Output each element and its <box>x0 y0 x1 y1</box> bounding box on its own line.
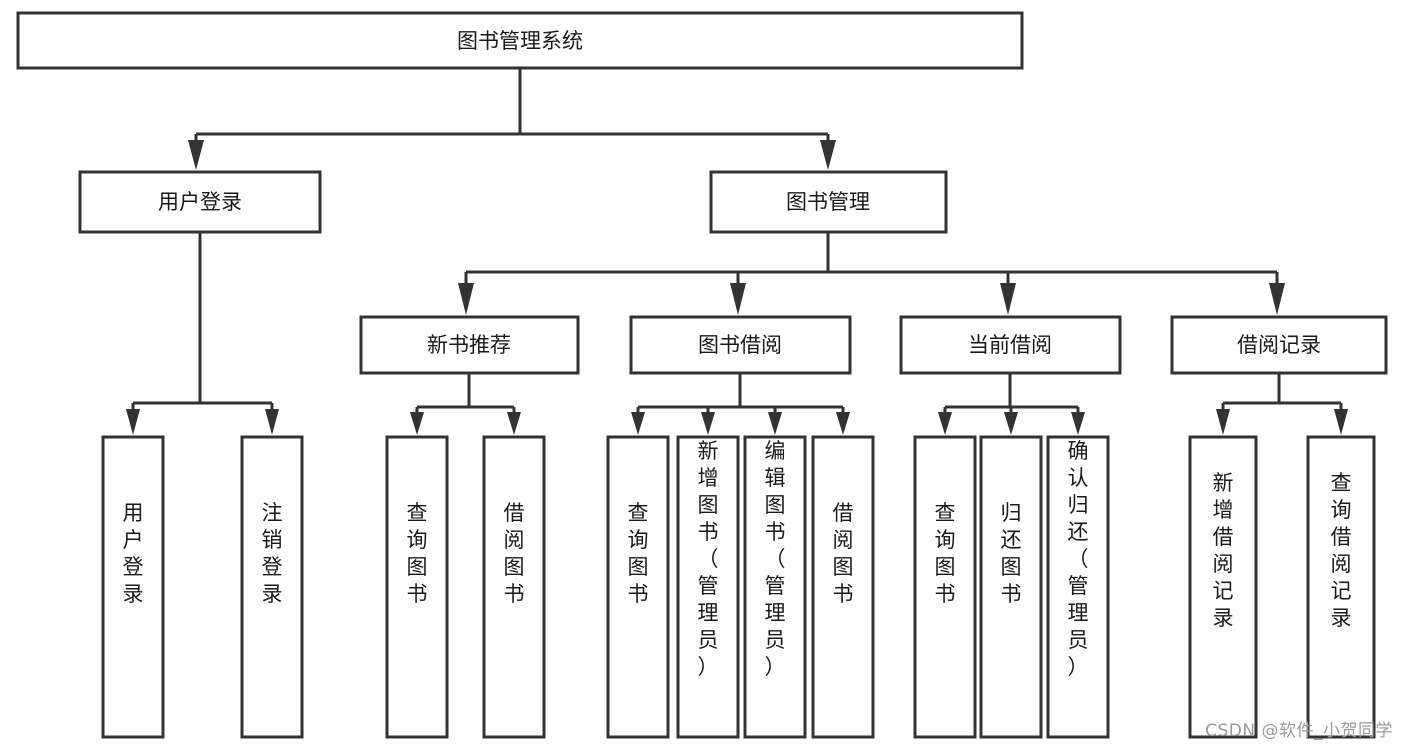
arrowhead-leaf-edit-book <box>768 412 782 435</box>
node-leaf-user-login[interactable]: 用户登录 <box>101 435 165 739</box>
node-borrow-record[interactable]: 借阅记录 <box>1170 315 1388 375</box>
arrowhead-current-borrow <box>1000 283 1016 315</box>
node-leaf-return-book[interactable]: 归还图书 <box>979 435 1043 739</box>
node-user-login-label: 用户登录 <box>158 190 242 214</box>
node-root[interactable]: 图书管理系统 <box>16 11 1024 70</box>
node-leaf-confirm-return-label: 确认归还（管理员） <box>1068 439 1089 679</box>
node-leaf-query-book-rec[interactable]: 查询图书 <box>385 435 449 739</box>
node-new-book-rec-label: 新书推荐 <box>427 333 511 357</box>
node-leaf-user-login-box[interactable] <box>101 435 165 739</box>
node-book-manage-box[interactable] <box>709 170 948 234</box>
node-leaf-borrow-book-rec[interactable]: 借阅图书 <box>482 435 546 739</box>
node-leaf-confirm-return-box[interactable] <box>1046 435 1110 739</box>
node-user-login[interactable]: 用户登录 <box>78 170 322 234</box>
node-leaf-borrow-book-label: 借阅图书 <box>833 501 854 606</box>
node-root-label: 图书管理系统 <box>457 29 583 53</box>
node-leaf-return-book-label: 归还图书 <box>1001 501 1022 606</box>
node-leaf-add-book-label: 新增图书（管理员） <box>698 439 719 679</box>
node-leaf-add-record[interactable]: 新增借阅记录 <box>1188 435 1258 739</box>
node-leaf-query-book-cur-box[interactable] <box>913 435 977 739</box>
node-book-manage-label: 图书管理 <box>786 190 870 214</box>
arrowhead-leaf-return-book <box>1004 412 1018 435</box>
node-leaf-edit-book-label: 编辑图书（管理员） <box>765 439 786 679</box>
node-leaf-return-book-box[interactable] <box>979 435 1043 739</box>
node-leaf-logout-label: 注销登录 <box>262 501 283 606</box>
arrowhead-leaf-add-record <box>1216 409 1230 435</box>
arrowhead-leaf-query-record <box>1334 409 1348 435</box>
node-leaf-query-book-borrow[interactable]: 查询图书 <box>606 435 670 739</box>
node-user-login-box[interactable] <box>78 170 322 234</box>
node-leaf-query-book-borrow-label: 查询图书 <box>628 501 649 606</box>
node-leaf-logout-box[interactable] <box>240 435 304 739</box>
node-new-book-rec[interactable]: 新书推荐 <box>359 315 580 375</box>
node-leaf-borrow-book-rec-box[interactable] <box>482 435 546 739</box>
node-leaf-user-login-label: 用户登录 <box>123 501 144 606</box>
arrowhead-leaf-query-book-rec <box>410 412 424 435</box>
arrowhead-leaf-borrow-book-rec <box>507 412 521 435</box>
node-leaf-add-record-label: 新增借阅记录 <box>1213 471 1234 630</box>
node-book-borrow-box[interactable] <box>629 315 852 375</box>
node-leaf-query-record-box[interactable] <box>1306 435 1376 739</box>
arrowhead-leaf-confirm-return <box>1071 412 1085 435</box>
connector-layer <box>126 68 1348 435</box>
node-leaf-query-book-rec-label: 查询图书 <box>407 501 428 606</box>
node-leaf-logout[interactable]: 注销登录 <box>240 435 304 739</box>
node-current-borrow-box[interactable] <box>899 315 1122 375</box>
node-leaf-add-book[interactable]: 新增图书（管理员） <box>676 435 740 739</box>
arrowhead-leaf-query-book-borrow <box>631 412 645 435</box>
arrowhead-user-login <box>188 140 204 170</box>
node-leaf-query-book-rec-box[interactable] <box>385 435 449 739</box>
node-leaf-confirm-return[interactable]: 确认归还（管理员） <box>1046 435 1110 739</box>
node-new-book-rec-box[interactable] <box>359 315 580 375</box>
node-leaf-query-record[interactable]: 查询借阅记录 <box>1306 435 1376 739</box>
node-leaf-add-record-box[interactable] <box>1188 435 1258 739</box>
node-leaf-query-book-cur-label: 查询图书 <box>935 501 956 606</box>
node-leaf-add-book-box[interactable] <box>676 435 740 739</box>
arrowhead-leaf-logout <box>265 409 279 435</box>
arrowhead-leaf-borrow-book <box>836 412 850 435</box>
node-book-manage[interactable]: 图书管理 <box>709 170 948 234</box>
node-root-box[interactable] <box>16 11 1024 70</box>
node-leaf-query-record-label: 查询借阅记录 <box>1331 471 1352 630</box>
node-borrow-record-label: 借阅记录 <box>1237 333 1321 357</box>
node-leaf-edit-book[interactable]: 编辑图书（管理员） <box>743 435 807 739</box>
arrowhead-book-borrow <box>730 283 746 315</box>
arrowhead-leaf-add-book <box>701 412 715 435</box>
arrowhead-borrow-record <box>1269 283 1285 315</box>
node-leaf-query-book-borrow-box[interactable] <box>606 435 670 739</box>
node-leaf-edit-book-box[interactable] <box>743 435 807 739</box>
node-leaf-borrow-book[interactable]: 借阅图书 <box>811 435 875 739</box>
arrowhead-leaf-user-login <box>126 409 140 435</box>
node-leaf-borrow-book-rec-label: 借阅图书 <box>504 501 525 606</box>
node-borrow-record-box[interactable] <box>1170 315 1388 375</box>
node-leaf-borrow-book-box[interactable] <box>811 435 875 739</box>
node-book-borrow[interactable]: 图书借阅 <box>629 315 852 375</box>
arrowhead-book-manage <box>820 140 836 170</box>
node-leaf-query-book-cur[interactable]: 查询图书 <box>913 435 977 739</box>
arrowhead-leaf-query-book-cur <box>938 412 952 435</box>
node-current-borrow[interactable]: 当前借阅 <box>899 315 1122 375</box>
arrowhead-new-book-rec <box>458 283 474 315</box>
node-book-borrow-label: 图书借阅 <box>698 333 782 357</box>
node-current-borrow-label: 当前借阅 <box>968 333 1052 357</box>
